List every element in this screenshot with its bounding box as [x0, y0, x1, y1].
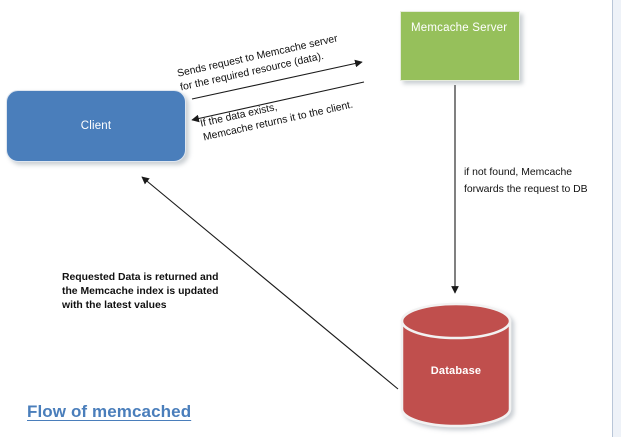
edge-label-database-to-client-line2: the Memcache index is updated [62, 286, 219, 297]
arrow-memcache-to-client [191, 81, 365, 123]
node-database-label: Database [430, 365, 482, 377]
edge-label-memcache-to-database-line1: if not found, Memcache [464, 167, 573, 178]
arrow-client-to-memcache [191, 59, 363, 100]
diagram-caption[interactable]: Flow of memcached [27, 402, 192, 421]
edge-label-memcache-to-database-line2: forwards the request to DB [464, 184, 588, 195]
node-client-label: Client [80, 120, 112, 132]
page-edge-divider [612, 0, 613, 437]
node-memcache-server-label: Memcache Server [411, 22, 508, 34]
edge-label-database-to-client-line3: with the latest values [62, 300, 167, 311]
node-database[interactable]: Database [400, 302, 512, 428]
page-edge-strip [613, 0, 621, 437]
edge-label-memcache-to-database: if not found, Memcache forwards the requ… [464, 164, 588, 198]
edge-label-database-to-client-line1: Requested Data is returned and [62, 272, 219, 283]
node-client[interactable]: Client [6, 90, 186, 162]
edge-label-database-to-client: Requested Data is returned and the Memca… [62, 271, 218, 313]
node-memcache-server[interactable]: Memcache Server [400, 11, 520, 81]
arrow-database-to-client [141, 176, 399, 390]
